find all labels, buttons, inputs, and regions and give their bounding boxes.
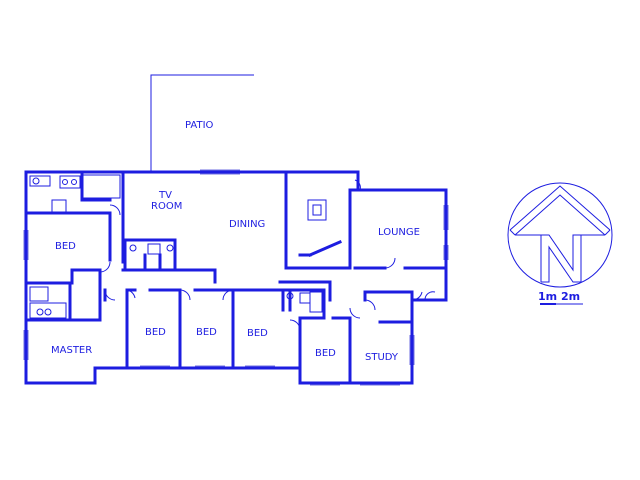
fixtures	[29, 174, 327, 319]
room-labels: PATIO TV ROOM DINING LOUNGE BED MASTER B…	[51, 120, 420, 363]
north-arrow-icon	[507, 182, 613, 288]
doors	[99, 179, 436, 331]
label-tv-room-2: ROOM	[151, 201, 182, 212]
patio-area	[150, 74, 254, 172]
interior-walls	[24, 170, 448, 385]
scale-label: 1m 2m	[538, 290, 580, 303]
label-bed-5: BED	[315, 348, 336, 359]
label-bed-3: BED	[196, 327, 217, 338]
windows	[23, 169, 449, 386]
label-dining: DINING	[229, 219, 265, 230]
label-bed-left: BED	[55, 241, 76, 252]
label-master: MASTER	[51, 345, 92, 356]
label-patio: PATIO	[185, 120, 214, 131]
label-study: STUDY	[365, 352, 399, 363]
label-bed-4: BED	[247, 328, 268, 339]
scale-bar: 1m 2m	[538, 290, 583, 305]
label-bed-2: BED	[145, 327, 166, 338]
label-lounge: LOUNGE	[378, 227, 420, 238]
label-tv-room-1: TV	[158, 190, 172, 201]
